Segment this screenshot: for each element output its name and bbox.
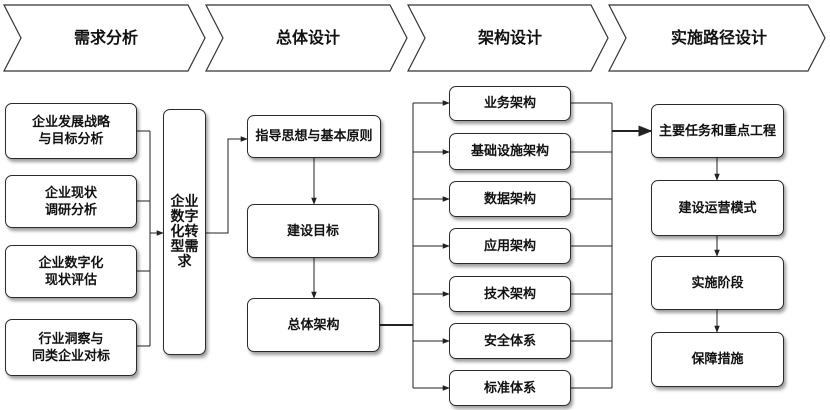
construction-goals-box: 建设目标	[247, 204, 379, 258]
overall-architecture-box: 总体架构	[247, 298, 380, 352]
inputs-to-summary-connector	[137, 130, 164, 347]
summary-to-principles-arrow	[206, 136, 248, 234]
phase-chevron-2	[205, 4, 408, 72]
arch-infrastructure-box: 基础设施架构	[449, 133, 571, 170]
demand-summary-line-2: 数字	[170, 208, 199, 225]
demand-summary-line-4: 型需	[170, 238, 199, 255]
arch-technology-box: 技术架构	[449, 276, 571, 312]
architecture-fanout-connector	[380, 100, 450, 391]
phase-chevron-4	[608, 4, 826, 72]
demand-summary-line-1: 企业	[170, 193, 199, 210]
input-industry-benchmark: 行业洞察与 同类企业对标	[5, 319, 137, 376]
input-digital-assessment: 企业数字化 现状评估	[5, 245, 137, 298]
phase-chevron-3	[407, 4, 609, 72]
safeguard-measures-box: 保障措施	[651, 332, 784, 387]
phase-label-architecture-design: 架构设计	[477, 28, 542, 47]
input-strategy-analysis: 企业发展战略 与目标分析	[5, 103, 137, 159]
phase-label-overall-design: 总体设计	[275, 28, 340, 47]
arch-standards-box: 标准体系	[449, 370, 571, 406]
arch-security-box: 安全体系	[449, 323, 571, 359]
implementation-stage-box: 实施阶段	[651, 256, 784, 310]
operation-mode-box: 建设运营模式	[651, 180, 784, 236]
guiding-principles-box: 指导思想与基本原则	[247, 115, 381, 158]
phase-chevron-1	[3, 4, 206, 72]
demand-summary-line-5: 求	[177, 253, 192, 270]
architecture-merge-connector	[571, 102, 653, 389]
arch-application-box: 应用架构	[449, 228, 571, 264]
phase-label-demand-analysis: 需求分析	[73, 28, 138, 47]
digital-transformation-demand-box: 企业 数字 化转 型需 求	[163, 109, 206, 355]
arch-data-box: 数据架构	[449, 181, 571, 217]
phase-label-implementation-path: 实施路径设计	[670, 28, 767, 47]
input-status-research: 企业现状 调研分析	[5, 175, 137, 228]
arch-business-box: 业务架构	[449, 86, 571, 121]
demand-summary-line-3: 化转	[170, 223, 199, 240]
main-tasks-box: 主要任务和重点工程	[651, 104, 784, 158]
